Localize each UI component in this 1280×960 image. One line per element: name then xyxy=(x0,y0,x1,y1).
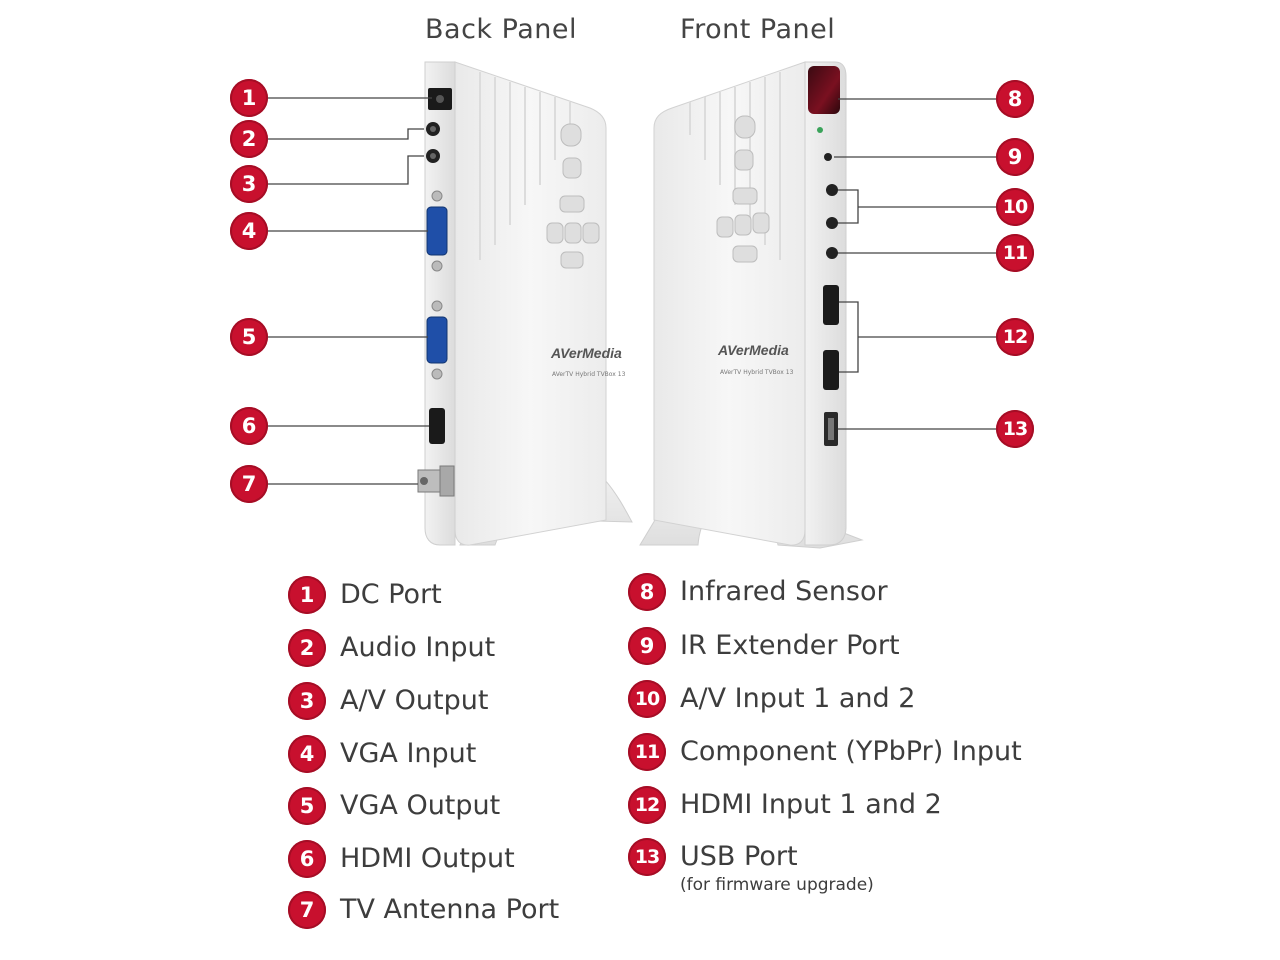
legend-label: Audio Input xyxy=(340,632,496,663)
callout-badge-6: 6 xyxy=(230,407,268,445)
legend-label: Infrared Sensor xyxy=(680,576,888,607)
back-body xyxy=(454,61,607,546)
front-buttons xyxy=(716,115,770,263)
callout-badge-9: 9 xyxy=(996,138,1034,176)
legend-item: 5 VGA Output xyxy=(288,787,500,825)
hdmi-input-2-port xyxy=(823,350,839,390)
legend-label: Component (YPbPr) Input xyxy=(680,736,1022,767)
callout-badge-1: 1 xyxy=(230,79,268,117)
legend-badge: 10 xyxy=(628,680,666,718)
legend-sublabel: (for firmware upgrade) xyxy=(680,875,874,895)
callout-badge-4: 4 xyxy=(230,212,268,250)
back-device: AVerMedia AVerTV Hybrid TVBox 13 xyxy=(417,61,633,546)
hdmi-output-port xyxy=(429,408,445,444)
legend-label: VGA Input xyxy=(340,738,477,769)
legend-label: VGA Output xyxy=(340,790,501,821)
antenna-port xyxy=(417,465,455,497)
legend-badge: 6 xyxy=(288,840,326,878)
legend-badge: 12 xyxy=(628,786,666,824)
vga-output-port xyxy=(426,300,448,380)
callout-badge-13: 13 xyxy=(996,410,1034,448)
legend-label: A/V Output xyxy=(340,685,489,716)
legend-badge: 2 xyxy=(288,629,326,667)
callout-badge-10: 10 xyxy=(996,188,1034,226)
legend-label: IR Extender Port xyxy=(680,630,900,661)
back-model-text: AVerTV Hybrid TVBox 13 xyxy=(552,371,626,378)
legend-label: A/V Input 1 and 2 xyxy=(680,683,916,714)
front-model-text: AVerTV Hybrid TVBox 13 xyxy=(720,369,794,376)
legend-badge: 13 xyxy=(628,838,666,876)
front-panel-title: Front Panel xyxy=(680,14,836,45)
front-device: AVerMedia AVerTV Hybrid TVBox 13 xyxy=(639,61,864,549)
hdmi-input-1-port xyxy=(823,285,839,325)
component-input-jack xyxy=(826,247,838,259)
legend-label: TV Antenna Port xyxy=(340,894,560,925)
leader-lines xyxy=(268,97,996,485)
legend-item: 13 USB Port (for firmware upgrade) xyxy=(628,838,874,894)
av-input-1-jack xyxy=(826,184,838,196)
legend-item: 7 TV Antenna Port xyxy=(288,891,559,929)
leader-2 xyxy=(268,128,424,140)
back-brand-logo: AVerMedia xyxy=(550,345,622,361)
infrared-sensor-window xyxy=(808,66,840,114)
callout-badge-3: 3 xyxy=(230,165,268,203)
legend-badge: 1 xyxy=(288,576,326,614)
legend-item: 3 A/V Output xyxy=(288,682,488,720)
vga-input-port xyxy=(426,190,448,272)
legend-badge: 5 xyxy=(288,787,326,825)
legend-label: HDMI Input 1 and 2 xyxy=(680,789,942,820)
callout-badge-12: 12 xyxy=(996,318,1034,356)
callout-badge-2: 2 xyxy=(230,120,268,158)
callout-badge-11: 11 xyxy=(996,234,1034,272)
leader-12 xyxy=(839,301,996,373)
legend-item: 2 Audio Input xyxy=(288,629,495,667)
legend-item: 12 HDMI Input 1 and 2 xyxy=(628,786,942,824)
legend-item: 9 IR Extender Port xyxy=(628,627,900,665)
callout-badge-5: 5 xyxy=(230,318,268,356)
legend-badge: 8 xyxy=(628,573,666,611)
legend-badge: 9 xyxy=(628,627,666,665)
legend-badge: 3 xyxy=(288,682,326,720)
legend-item: 1 DC Port xyxy=(288,576,442,614)
back-buttons xyxy=(546,123,600,269)
callout-badge-7: 7 xyxy=(230,465,268,503)
back-panel-title: Back Panel xyxy=(425,14,577,45)
legend-item: 8 Infrared Sensor xyxy=(628,573,888,611)
leader-10 xyxy=(838,189,996,224)
legend-badge: 7 xyxy=(288,891,326,929)
legend-badge: 11 xyxy=(628,733,666,771)
legend-item: 10 A/V Input 1 and 2 xyxy=(628,680,915,718)
legend-label: DC Port xyxy=(340,579,442,610)
callout-badge-8: 8 xyxy=(996,80,1034,118)
ir-extender-jack xyxy=(824,153,832,161)
legend-label: HDMI Output xyxy=(340,843,515,874)
front-body xyxy=(653,61,806,546)
front-brand-logo: AVerMedia xyxy=(717,342,789,358)
legend-badge: 4 xyxy=(288,735,326,773)
legend-item: 6 HDMI Output xyxy=(288,840,515,878)
legend-item: 11 Component (YPbPr) Input xyxy=(628,733,1022,771)
legend-label: USB Port xyxy=(680,841,798,872)
leader-3 xyxy=(268,155,424,185)
legend-item: 4 VGA Input xyxy=(288,735,476,773)
legend-label-block: USB Port (for firmware upgrade) xyxy=(680,838,874,894)
av-input-2-jack xyxy=(826,217,838,229)
